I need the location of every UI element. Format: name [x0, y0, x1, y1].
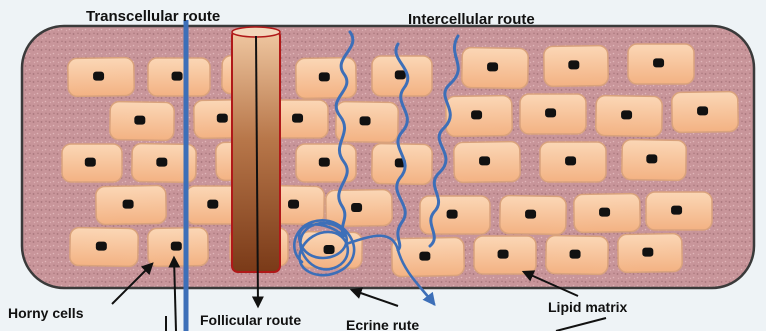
cell-nucleus [217, 114, 228, 123]
cell-nucleus [653, 58, 664, 67]
cell-nucleus [319, 72, 330, 81]
cell-nucleus [568, 60, 579, 69]
cell-nucleus [288, 200, 299, 209]
cell-nucleus [419, 252, 430, 261]
label-transcellular-route: Transcellular route [86, 8, 220, 25]
cell-nucleus [93, 72, 104, 81]
label-horny-cells: Horny cells [8, 305, 84, 321]
cell-nucleus [292, 114, 303, 123]
cell-nucleus [172, 72, 183, 81]
cell-nucleus [642, 248, 653, 257]
label-intercellular-route: Intercellular route [408, 11, 535, 28]
cell-nucleus [599, 208, 610, 217]
cell-nucleus [621, 110, 632, 119]
cell-nucleus [123, 200, 134, 209]
cell-nucleus [545, 108, 556, 117]
cell-nucleus [487, 62, 498, 71]
cell-nucleus [471, 110, 482, 119]
cell-nucleus [324, 245, 335, 254]
cell-nucleus [697, 106, 708, 115]
cell-nucleus [319, 158, 330, 167]
cell-nucleus [360, 116, 371, 125]
cell-nucleus [447, 210, 458, 219]
cell-nucleus [207, 200, 218, 209]
cell-nucleus [565, 156, 576, 165]
cell-nucleus [171, 242, 182, 251]
label-follicular-route: Follicular route [200, 312, 301, 328]
cell-nucleus [134, 116, 145, 125]
cell-nucleus [395, 70, 406, 79]
cell-nucleus [570, 250, 581, 259]
cell-nucleus [525, 210, 536, 219]
cell-nucleus [85, 158, 96, 167]
label-lipid-matrix: Lipid matrix [548, 299, 628, 315]
cell-nucleus [498, 250, 509, 259]
hair-follicle [232, 27, 280, 306]
cell-nucleus [646, 154, 657, 163]
label-ecrine-route: Ecrine rute [346, 317, 419, 331]
cell-nucleus [479, 156, 490, 165]
cell-nucleus [96, 242, 107, 251]
cell-nucleus [351, 203, 362, 212]
cell-nucleus [671, 206, 682, 215]
cell-nucleus [156, 158, 167, 167]
